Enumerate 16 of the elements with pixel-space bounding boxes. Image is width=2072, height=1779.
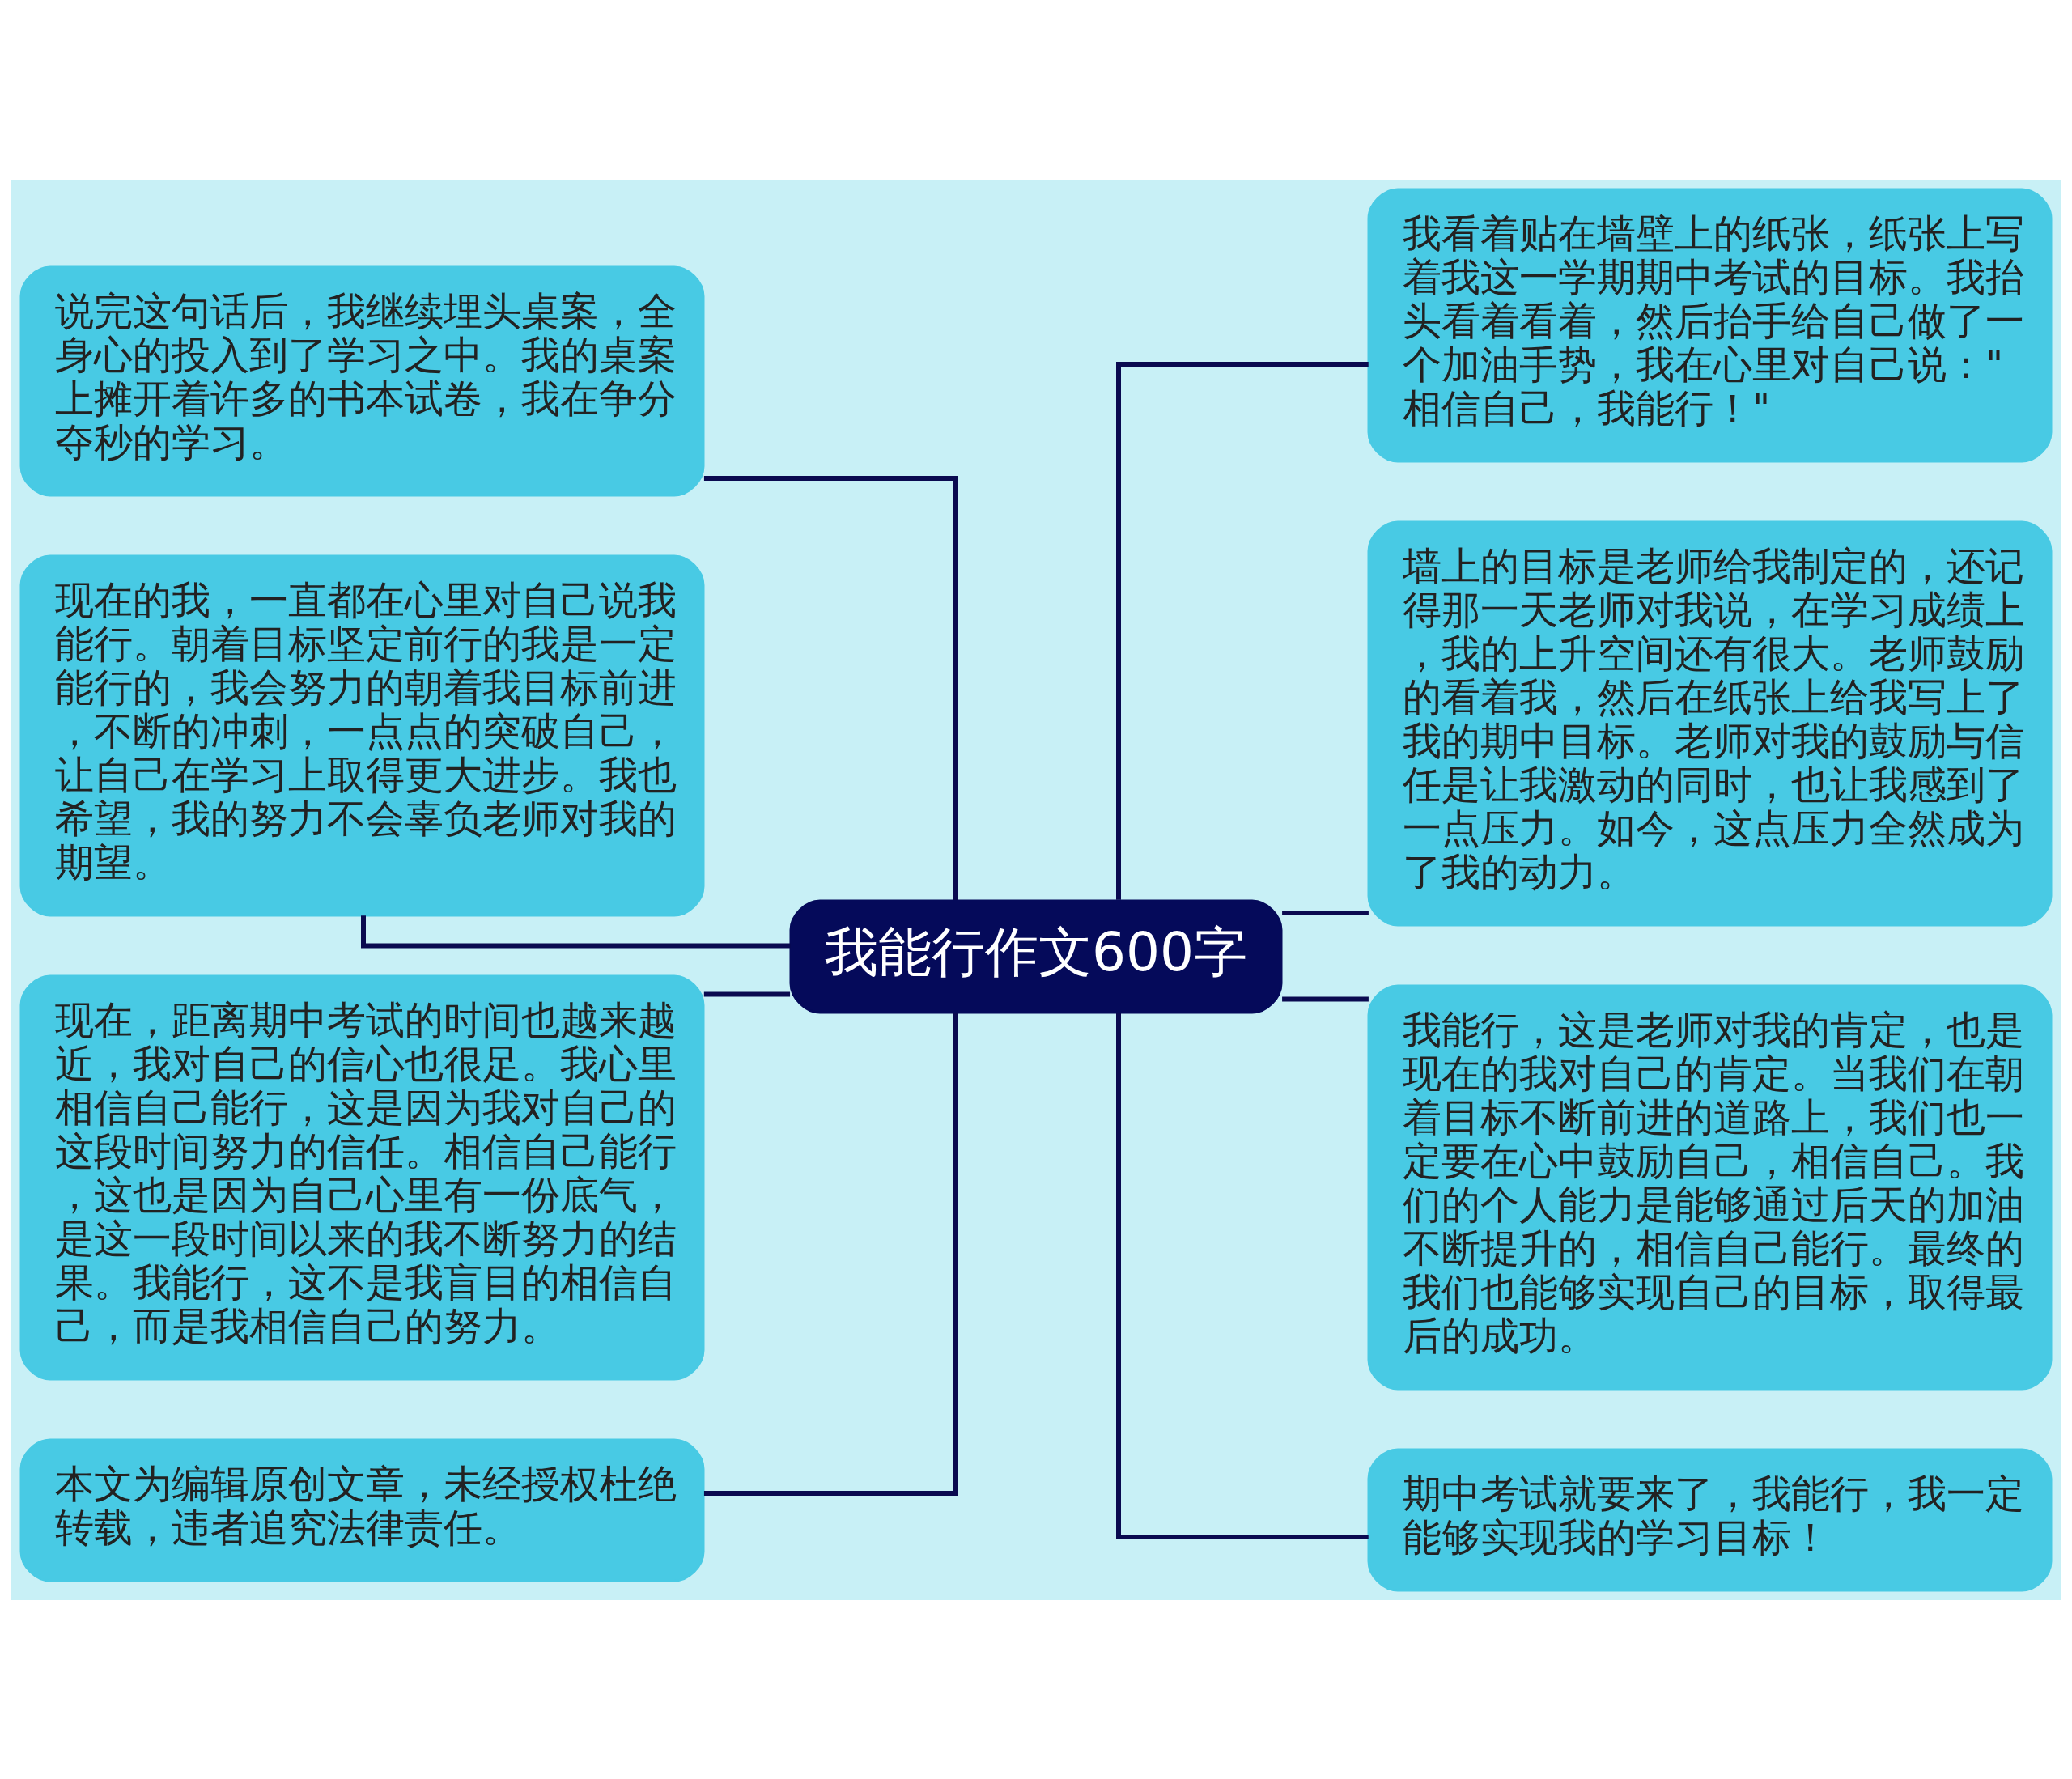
node-box: 我能行作文600字	[789, 899, 1283, 1013]
connector	[703, 475, 958, 900]
node-box: 我看着贴在墙壁上的纸张，纸张上写着我这一学期期中考试的目标。我抬头看着看着，然后抬手给自己做了一个加油手势，我在心里对自己说："相信自己，我能行！"	[1367, 188, 2053, 462]
node-box: 说完这句话后，我继续埋头桌案，全身心的投入到了学习之中。我的桌案上摊开着许多的书本试卷，我在争分夺秒的学习。	[19, 265, 705, 496]
node-box: 期中考试就要来了，我能行，我一定能够实现我的学习目标！	[1367, 1448, 2053, 1591]
node-box: 现在的我，一直都在心里对自己说我能行。朝着目标坚定前行的我是一定能行的，我会努力的朝着我目标前进，不断的冲刺，一点点的突破自己，让自己在学习上取得更大进步。我也希望，我的努力不会辜负老师对我的期望。	[19, 554, 705, 916]
node-box: 本文为编辑原创文章，未经授权杜绝转载，违者追究法律责任。	[19, 1438, 705, 1582]
connector	[703, 991, 791, 996]
connector	[1282, 910, 1369, 915]
node-box: 墙上的目标是老师给我制定的，还记得那一天老师对我说，在学习成绩上，我的上升空间还有很大。老师鼓励的看着我，然后在纸张上给我写上了我的期中目标。老师对我的鼓励与信任是让我激动的同时，也让我感到了一点压力。如今，这点压力全然成为了我的动力。	[1367, 520, 2053, 926]
connector	[1282, 996, 1369, 1001]
node-box: 我能行，这是老师对我的肯定，也是现在的我对自己的肯定。当我们在朝着目标不断前进的道路上，我们也一定要在心中鼓励自己，相信自己。我们的个人能力是能够通过后天的加油不断提升的，相信自己能行。最终的我们也能够实现自己的目标，取得最后的成功。	[1367, 984, 2053, 1390]
connector	[1116, 361, 1369, 900]
connector	[1116, 1013, 1369, 1539]
node-box: 现在，距离期中考试的时间也越来越近，我对自己的信心也很足。我心里相信自己能行，这是因为我对自己的这段时间努力的信任。相信自己能行，这也是因为自己心里有一份底气，是这一段时间以来的我不断努力的结果。我能行，这不是我盲目的相信自己，而是我相信自己的努力。	[19, 974, 705, 1380]
connector	[703, 1013, 958, 1496]
